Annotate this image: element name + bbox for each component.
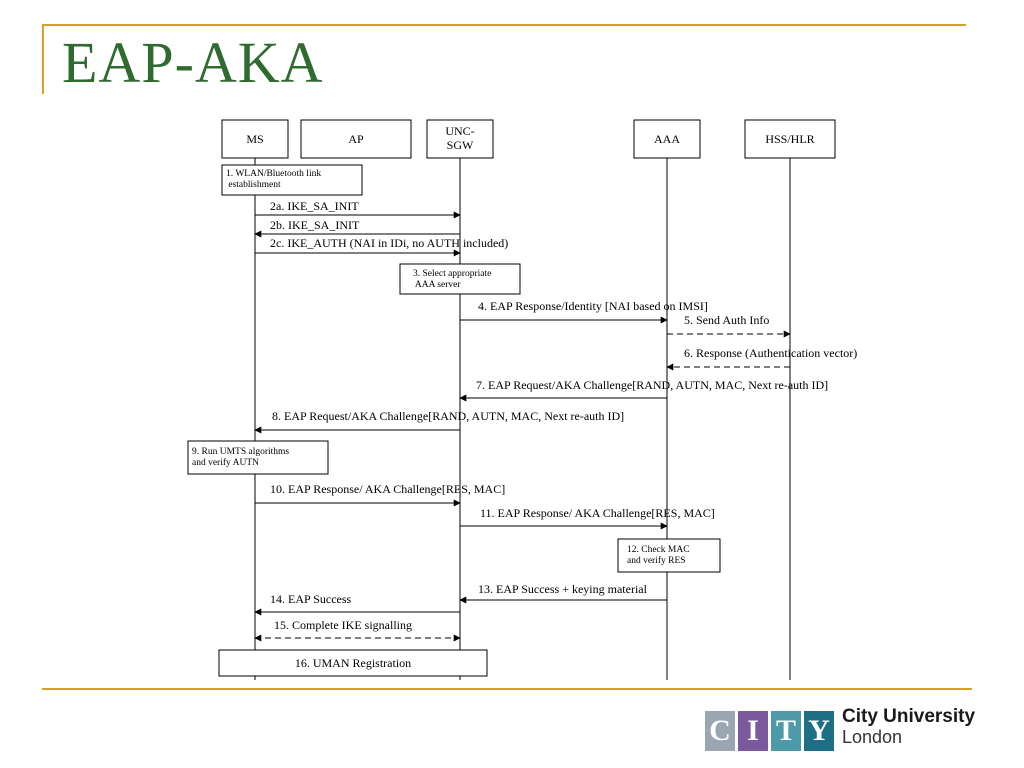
entity-aaa: AAA bbox=[654, 132, 680, 146]
notes: 1. WLAN/Bluetooth link establishment 3. … bbox=[187, 164, 721, 677]
logo-city: London bbox=[842, 726, 903, 747]
msg-2a-label: 2a. IKE_SA_INIT bbox=[270, 199, 359, 213]
lifelines bbox=[254, 158, 791, 680]
logo-name: City University bbox=[842, 706, 976, 727]
logo-letter-c: C bbox=[705, 711, 735, 751]
msg-13-label: 13. EAP Success + keying material bbox=[478, 582, 648, 596]
note-16-box bbox=[218, 649, 488, 677]
note-1: 1. WLAN/Bluetooth link establishment bbox=[226, 169, 321, 190]
slide-title: EAP-AKA bbox=[62, 30, 324, 95]
note-16: 16. UMAN Registration bbox=[295, 656, 411, 670]
logo-letter-y: Y bbox=[804, 711, 834, 751]
msg-4-label: 4. EAP Response/Identity [NAI based on I… bbox=[478, 299, 708, 313]
entity-unc-sgw-box bbox=[426, 119, 494, 159]
note-1-box bbox=[221, 164, 363, 196]
left-accent-rule bbox=[42, 24, 44, 94]
entity-hss-hlr: HSS/HLR bbox=[765, 132, 814, 146]
entities: MS AP UNC-SGW AAA HSS/HLR bbox=[221, 119, 836, 159]
msg-10-label: 10. EAP Response/ AKA Challenge[RES, MAC… bbox=[270, 482, 505, 496]
top-rule bbox=[42, 24, 966, 26]
entity-ap-box bbox=[300, 119, 412, 159]
msg-8-label: 8. EAP Request/AKA Challenge[RAND, AUTN,… bbox=[272, 409, 624, 423]
logo-wordmark: City University London bbox=[842, 706, 976, 748]
entity-hss-hlr-box bbox=[744, 119, 836, 159]
msg-2c-label: 2c. IKE_AUTH (NAI in IDi, no AUTH includ… bbox=[270, 236, 508, 250]
entity-ap: AP bbox=[348, 132, 364, 146]
note-9-box bbox=[187, 440, 329, 475]
note-3: 3. Select appropriate AAA server bbox=[413, 269, 491, 290]
note-3-box bbox=[399, 263, 521, 295]
msg-7-label: 7. EAP Request/AKA Challenge[RAND, AUTN,… bbox=[476, 378, 828, 392]
msg-6-label: 6. Response (Authentication vector) bbox=[684, 346, 857, 360]
msg-14-label: 14. EAP Success bbox=[270, 592, 352, 606]
logo-letter-t: T bbox=[771, 711, 801, 751]
note-12-box bbox=[617, 538, 721, 573]
msg-11-label: 11. EAP Response/ AKA Challenge[RES, MAC… bbox=[480, 506, 715, 520]
messages: 2a. IKE_SA_INIT 2b. IKE_SA_INIT 2c. IKE_… bbox=[254, 199, 857, 642]
logo-letter-i: I bbox=[738, 711, 768, 751]
sequence-diagram: MS AP UNC-SGW AAA HSS/HLR 1. WLAN/Blueto… bbox=[187, 119, 857, 680]
entity-unc-sgw: UNC-SGW bbox=[445, 124, 474, 152]
entity-ms: MS bbox=[246, 132, 263, 146]
msg-5-label: 5. Send Auth Info bbox=[684, 313, 769, 327]
msg-15-label: 15. Complete IKE signalling bbox=[274, 618, 412, 632]
msg-2b-label: 2b. IKE_SA_INIT bbox=[270, 218, 360, 232]
bottom-rule bbox=[42, 688, 972, 690]
entity-ms-box bbox=[221, 119, 289, 159]
entity-aaa-box bbox=[633, 119, 701, 159]
